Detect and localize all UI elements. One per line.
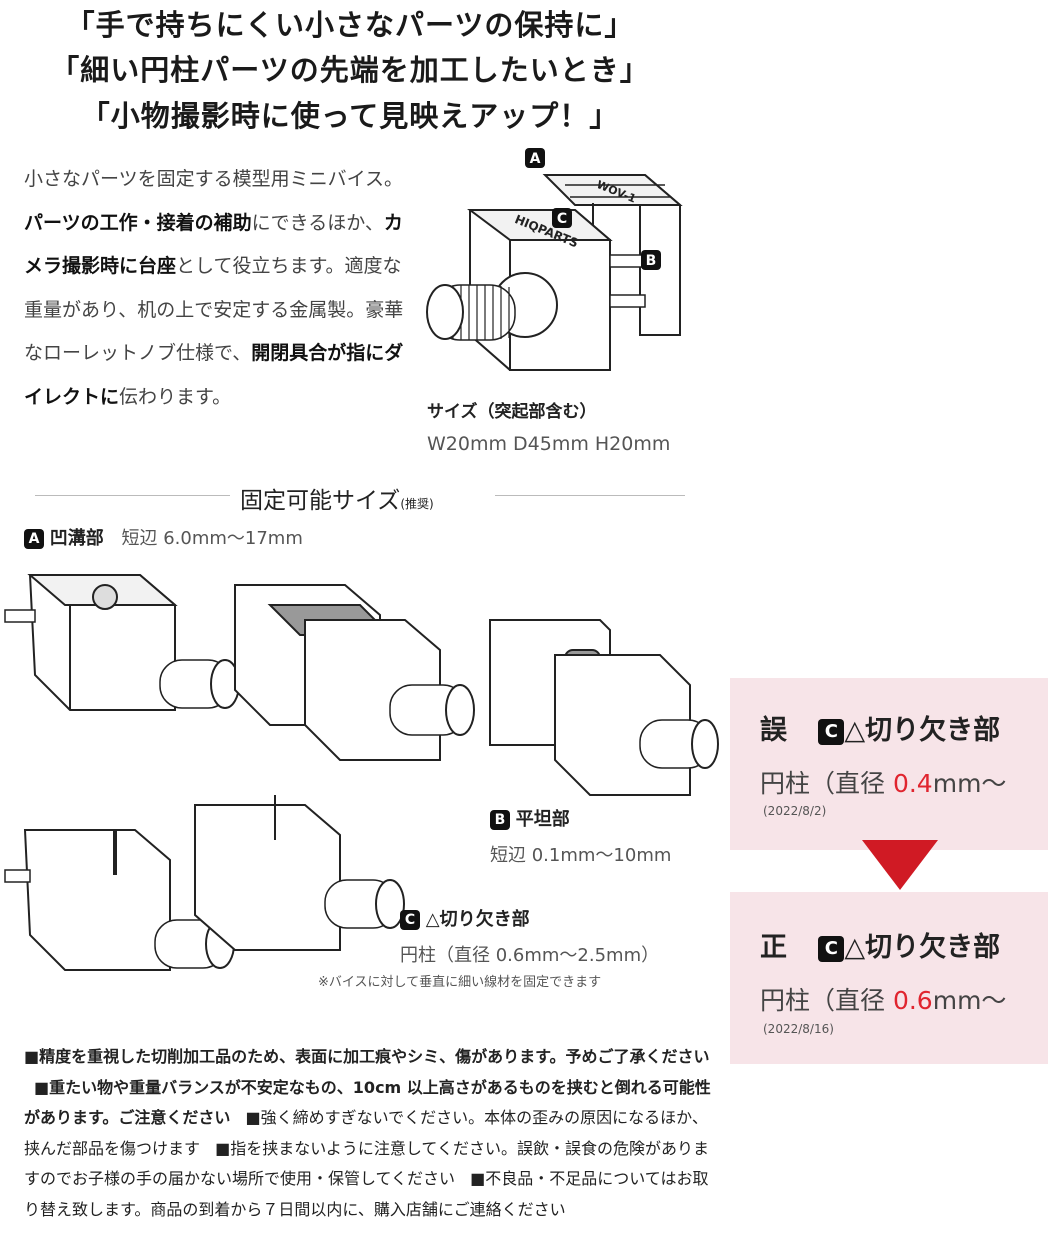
down-arrow-icon — [862, 840, 938, 890]
vise-2 — [234, 584, 475, 761]
intro-text: 小さなパーツを固定する模型用ミニバイス。パーツの工作・接着の補助にできるほか、カ… — [24, 158, 404, 419]
note-4: ■指を挟まないように注意してください。誤飲・誤食の危険がありますのでお子様の手の… — [24, 1138, 709, 1189]
capacity-title-text: 固定可能サイズ — [240, 488, 401, 514]
vise-1 — [4, 574, 240, 711]
size-label: サイズ（突起部含む） — [427, 402, 597, 422]
divider-left — [35, 495, 230, 496]
wrong-value: 0.4 — [892, 769, 933, 798]
wrong-prefix: 円柱（直径 — [760, 769, 893, 798]
capacity-a-label: 凹溝部 — [49, 528, 104, 549]
headline-3: 「小物撮影時に使って見映えアップ！」 — [80, 99, 620, 133]
capacity-b-label: 平坦部 — [515, 809, 570, 830]
vise-5 — [194, 795, 405, 951]
capacity-b-value: 短辺 0.1mm〜10mm — [490, 845, 672, 866]
capacity-c-note: ※バイスに対して垂直に細い線材を固定できます — [318, 975, 602, 990]
usage-illustrations — [4, 574, 719, 971]
note-1: ■精度を重視した切削加工品のため、表面に加工痕やシミ、傷があります。予めご了承く… — [24, 1047, 710, 1066]
intro-part-1: 小さなパーツを固定する模型用ミニバイス。 — [24, 168, 404, 190]
capacity-title: 固定可能サイズ(推奨) — [240, 481, 434, 515]
right-date: (2022/8/16) — [763, 1022, 834, 1036]
wrong-suffix: mm〜 — [932, 769, 1007, 798]
right-title: △切り欠き部 — [844, 932, 1001, 963]
right-box: 正 C△切り欠き部 円柱（直径 0.6mm〜 (2022/8/16) — [730, 892, 1048, 1064]
capacity-a: A 凹溝部 短辺 6.0mm〜17mm — [24, 524, 303, 550]
right-value: 0.6 — [892, 986, 933, 1015]
right-suffix: mm〜 — [932, 986, 1007, 1015]
intro-part-2: にできるほか、 — [251, 211, 384, 234]
capacity-title-note: (推奨) — [400, 497, 434, 511]
notes: ■精度を重視した切削加工品のため、表面に加工痕やシミ、傷があります。予めご了承く… — [24, 1042, 714, 1225]
wrong-date: (2022/8/2) — [763, 804, 827, 818]
badge-a-main: A — [530, 151, 541, 167]
capacity-c: C △切り欠き部 — [400, 905, 530, 931]
size-value: W20mm D45mm H20mm — [427, 433, 671, 455]
capacity-c-label: △切り欠き部 — [425, 909, 530, 930]
wrong-box: 誤 C△切り欠き部 円柱（直径 0.4mm〜 (2022/8/2) — [730, 678, 1048, 850]
capacity-b: B 平坦部 — [490, 805, 570, 831]
main-vise-illustration: WOV-1 HIQPARTS A C B — [426, 148, 683, 371]
capacity-a-value: 短辺 6.0mm〜17mm — [121, 528, 303, 549]
badge-a: A — [24, 529, 44, 549]
right-mark: 正 — [760, 932, 787, 963]
badge-c: C — [400, 910, 420, 930]
right-prefix: 円柱（直径 — [760, 986, 893, 1015]
capacity-c-value: 円柱（直径 0.6mm〜2.5mm） — [400, 945, 660, 966]
intro-part-3: として役立ちます。適度な重量があり、机の上で安定する金属製。豪華なローレットノブ… — [24, 255, 404, 364]
badge-b-main: B — [646, 253, 657, 269]
vise-3 — [489, 619, 719, 796]
divider-right — [495, 495, 685, 496]
intro-part-4: 伝わります。 — [119, 385, 232, 408]
note-2: ■重たい物や重量バランスが不安定なもの、10cm 以上高さがあるものを挟むと倒れ… — [24, 1077, 711, 1128]
headline-2: 「細い円柱パーツの先端を加工したいとき」 — [50, 53, 650, 87]
intro-bold-1: パーツの工作・接着の補助 — [24, 211, 252, 234]
note-3: ■強く締めすぎないでください。本体の歪みの原因になるほか、挟んだ部品を傷つけます — [24, 1108, 708, 1158]
wrong-badge: C — [818, 718, 845, 745]
badge-b: B — [490, 810, 510, 830]
headline-1: 「手で持ちにくい小さなパーツの保持に」 — [65, 8, 635, 42]
badge-c-main: C — [557, 211, 567, 227]
right-badge: C — [818, 935, 845, 962]
wrong-mark: 誤 — [760, 715, 787, 746]
wrong-title: △切り欠き部 — [844, 715, 1001, 746]
intro-bold-2: カメラ撮影時に台座 — [24, 211, 403, 278]
intro-bold-3: 開閉具合が指にダイレクトに — [24, 342, 404, 408]
note-5: ■不良品・不足品についてはお取り替え致します。商品の到着から７日間以内に、購入店… — [24, 1169, 709, 1219]
